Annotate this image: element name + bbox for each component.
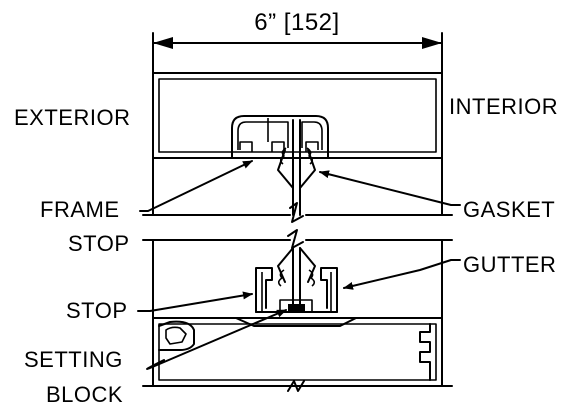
right-frame-notch [419,323,431,381]
left-frame-tube [158,320,195,351]
label-setting: SETTING [24,347,123,372]
glass-upper [277,119,316,223]
glass-lower [277,229,316,307]
label-stop-upper: STOP [68,231,130,256]
frame-leader [139,160,253,212]
gutter-leader [343,259,461,290]
stop-leader [137,291,253,312]
gasket-leader [319,170,461,206]
label-block: BLOCK [46,382,123,407]
dimension-label: 6” [152] [254,9,339,36]
lower-mullion [142,239,453,392]
label-gutter: GUTTER [463,252,556,277]
setting-block-leader [146,309,287,370]
frame-extrusion [231,115,329,159]
label-stop-lower: STOP [66,298,128,323]
dimension-line [152,32,443,74]
label-interior: INTERIOR [449,94,558,119]
label-gasket: GASKET [463,197,555,222]
gutter-stop-extrusion [235,267,357,327]
label-frame: FRAME [40,197,120,222]
label-exterior: EXTERIOR [14,105,130,130]
upper-mullion [142,72,453,216]
